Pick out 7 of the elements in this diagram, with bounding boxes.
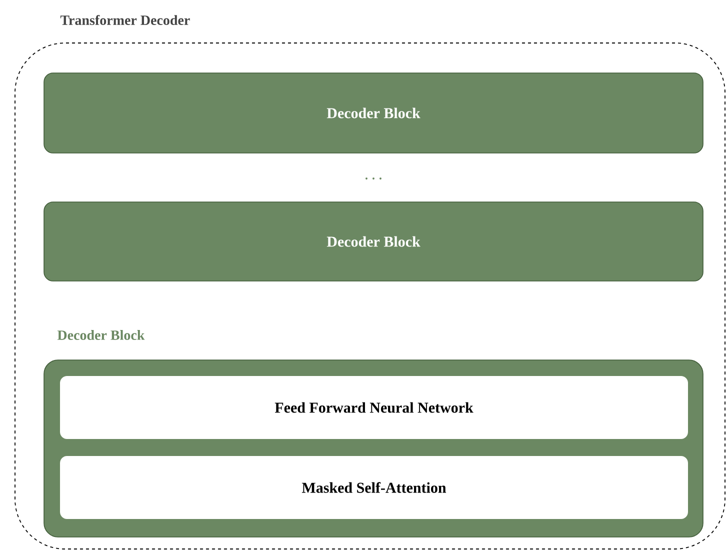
ellipsis: · · · bbox=[366, 178, 382, 180]
decoder-block: Decoder Block bbox=[44, 202, 704, 282]
heading: Transformer Decoder bbox=[60, 15, 190, 25]
heading: Decoder Block bbox=[57, 330, 145, 340]
decoder-block: Decoder Block bbox=[44, 72, 704, 154]
layer-box: Masked Self-Attention bbox=[60, 456, 688, 519]
layer-box: Feed Forward Neural Network bbox=[60, 376, 688, 439]
